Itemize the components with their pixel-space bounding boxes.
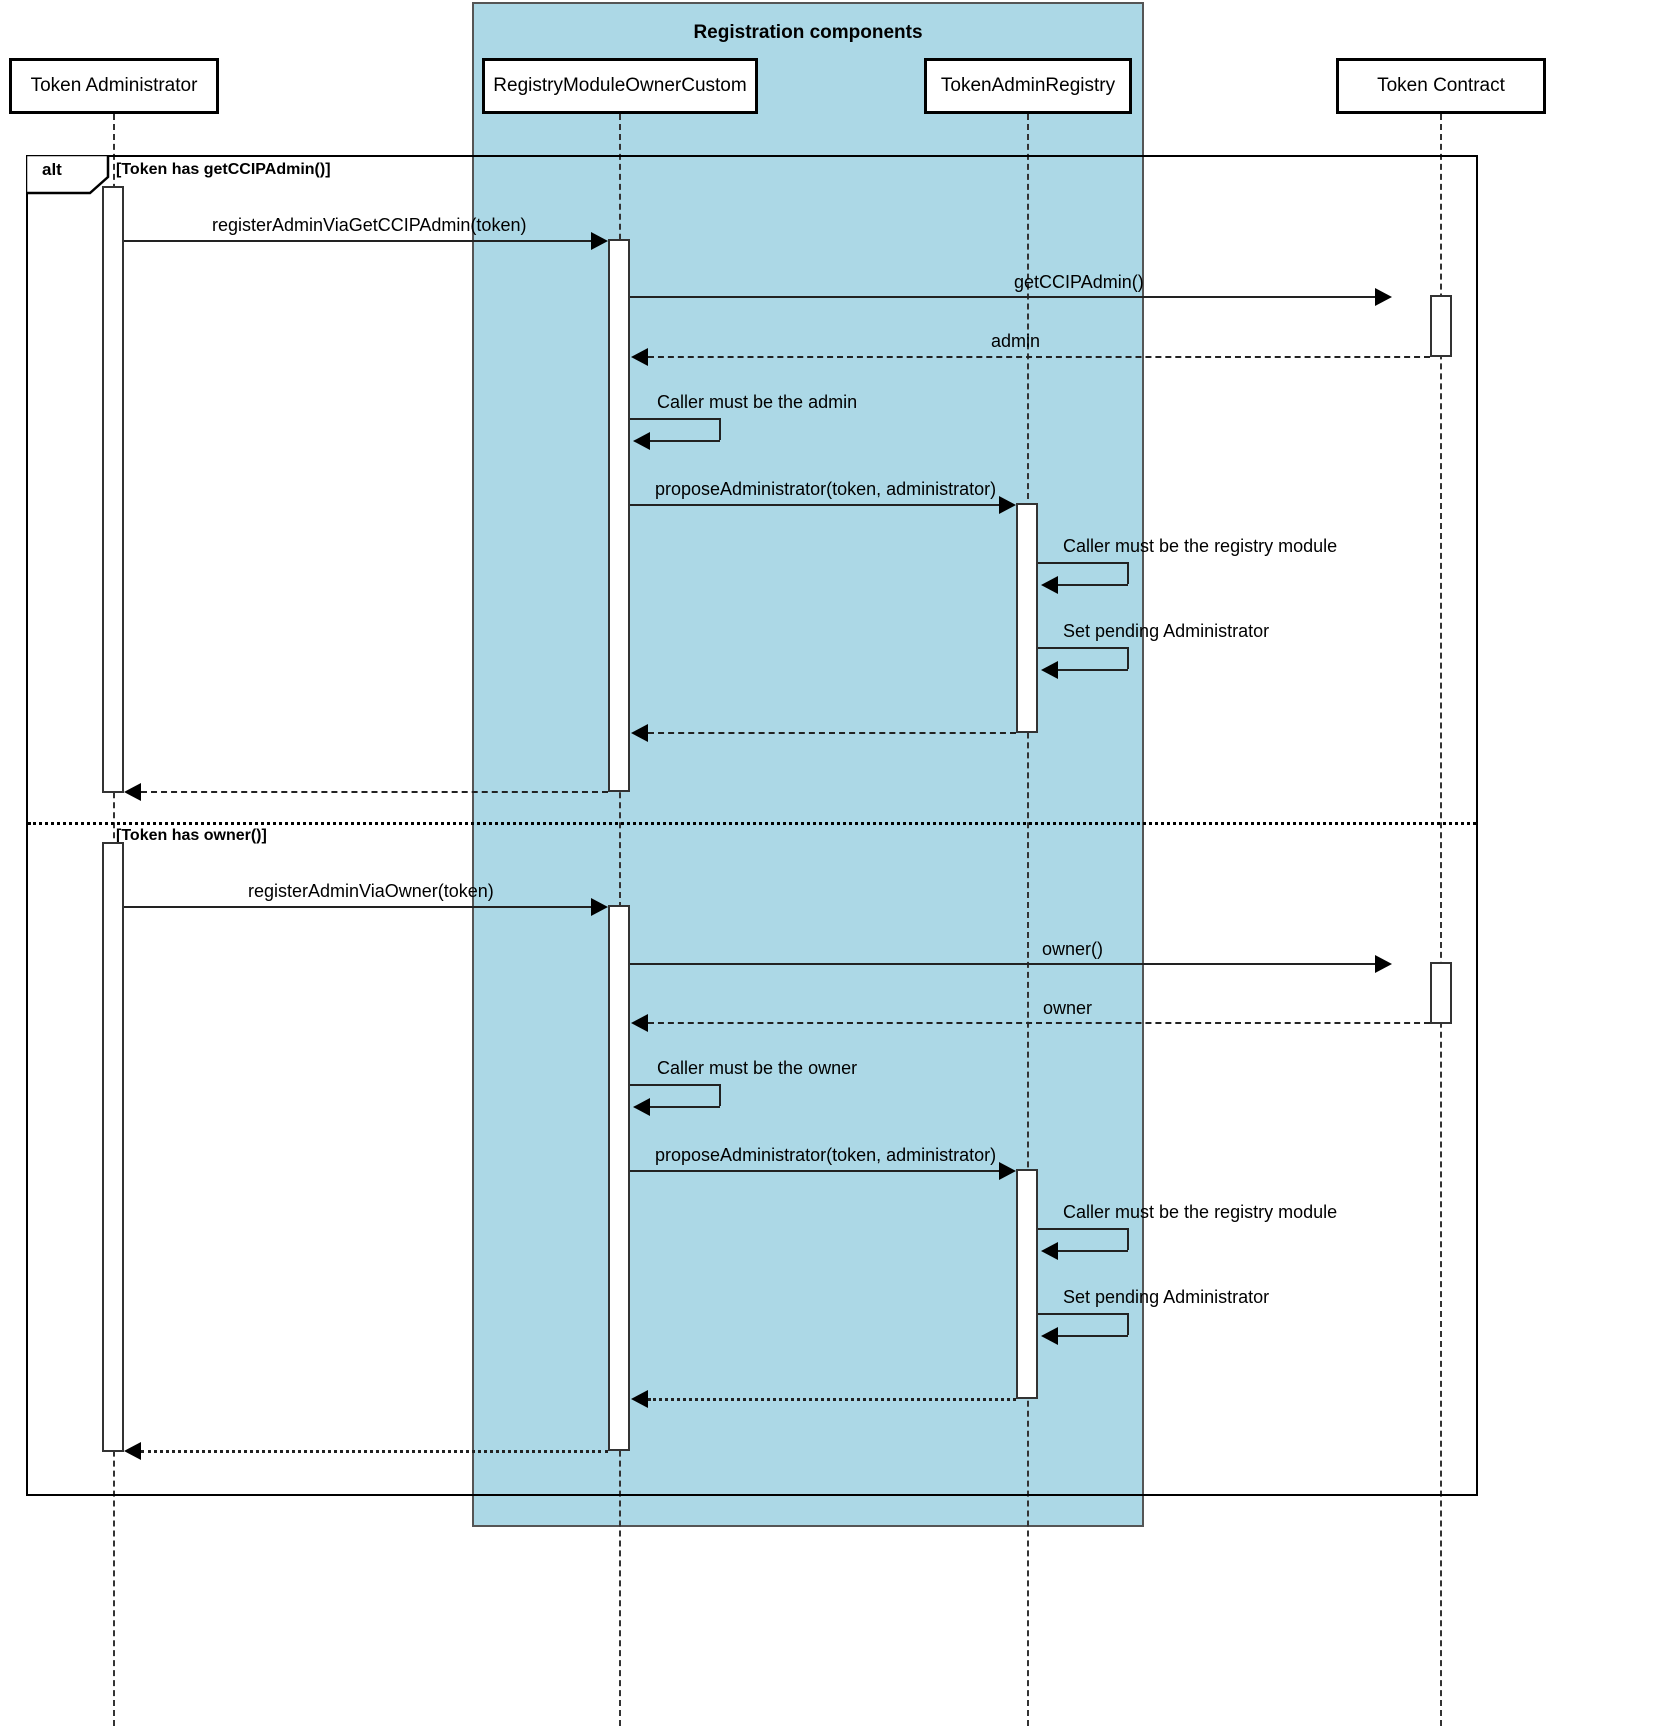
participant-token-administrator[interactable]: Token Administrator [9, 58, 219, 114]
message-label-owner-call: owner() [1042, 939, 1104, 959]
self-message-arrow-caller-owner [633, 1098, 650, 1116]
self-message-bottom-set-pending-2 [1058, 1335, 1128, 1337]
message-line-admin-return [648, 356, 1430, 358]
lifeline-token-contract [1440, 114, 1442, 1726]
self-message-arrow-registry-module-1 [1041, 576, 1058, 594]
message-label-getccipadmin: getCCIPAdmin() [1014, 272, 1144, 292]
alt-branch-1-condition: [Token has getCCIPAdmin()] [116, 161, 331, 178]
message-label-caller-must-be-admin: Caller must be the admin [657, 392, 858, 412]
lifeline-token-admin-registry [1027, 114, 1029, 1726]
participant-registry-module-owner-custom[interactable]: RegistryModuleOwnerCustom [482, 58, 758, 114]
message-arrow-propose-administrator-2 [999, 1162, 1016, 1180]
self-message-bottom-caller-admin [650, 440, 720, 442]
message-line-getccipadmin [630, 296, 1382, 298]
message-arrow-return-admin-2 [124, 1442, 141, 1460]
message-label-set-pending-administrator-1: Set pending Administrator [1063, 621, 1270, 641]
self-message-right-registry-module-1 [1127, 562, 1129, 584]
self-message-bottom-caller-owner [650, 1106, 720, 1108]
self-message-top-registry-module-1 [1038, 562, 1128, 564]
message-arrow-return-registry-2 [631, 1390, 648, 1408]
alt-operator-label: alt [42, 160, 62, 179]
alt-branch-divider [28, 822, 1476, 825]
message-line-register-admin-via-owner [124, 906, 602, 908]
activation-token-contract-1 [1430, 295, 1452, 357]
self-message-right-set-pending-2 [1127, 1313, 1129, 1335]
self-message-top-caller-owner [630, 1084, 720, 1086]
message-label-propose-administrator-2: proposeAdministrator(token, administrato… [655, 1145, 997, 1165]
message-label-admin-return: admin [991, 331, 1041, 351]
alt-branch-2-condition: [Token has owner()] [116, 827, 267, 844]
message-arrow-register-admin-via-getccipadmin [591, 232, 608, 250]
message-arrow-getccipadmin [1375, 288, 1392, 306]
self-message-right-caller-owner [719, 1084, 721, 1106]
message-arrow-return-registry-1 [631, 724, 648, 742]
message-line-propose-administrator-1 [630, 504, 1001, 506]
message-label-caller-must-be-registry-module-2: Caller must be the registry module [1063, 1202, 1338, 1222]
activation-token-admin-registry-2 [1016, 1169, 1038, 1399]
self-message-top-registry-module-2 [1038, 1228, 1128, 1230]
self-message-arrow-set-pending-2 [1041, 1327, 1058, 1345]
alt-tab-shape [26, 155, 110, 195]
registration-components-title: Registration components [693, 22, 923, 43]
registration-components-group [472, 2, 1144, 1527]
message-label-register-admin-via-getccipadmin: registerAdminViaGetCCIPAdmin(token) [212, 215, 527, 235]
message-arrow-return-admin-1 [124, 783, 141, 801]
self-message-bottom-registry-module-2 [1058, 1250, 1128, 1252]
message-arrow-admin-return [631, 348, 648, 366]
self-message-top-set-pending-2 [1038, 1313, 1128, 1315]
message-label-propose-administrator-1: proposeAdministrator(token, administrato… [655, 479, 997, 499]
participant-token-contract[interactable]: Token Contract [1336, 58, 1546, 114]
message-label-register-admin-via-owner: registerAdminViaOwner(token) [248, 881, 494, 901]
message-line-propose-administrator-2 [630, 1170, 1001, 1172]
self-message-arrow-set-pending-1 [1041, 661, 1058, 679]
participant-token-admin-registry[interactable]: TokenAdminRegistry [924, 58, 1132, 114]
message-label-caller-must-be-owner: Caller must be the owner [657, 1058, 858, 1078]
activation-token-admin-registry-1 [1016, 503, 1038, 733]
activation-token-administrator-2 [102, 842, 124, 1452]
message-label-owner-return: owner [1043, 998, 1093, 1018]
message-line-return-admin-2 [141, 1450, 608, 1453]
message-label-set-pending-administrator-2: Set pending Administrator [1063, 1287, 1270, 1307]
self-message-right-registry-module-2 [1127, 1228, 1129, 1250]
self-message-right-set-pending-1 [1127, 647, 1129, 669]
message-line-return-admin-1 [141, 791, 608, 793]
message-line-register-admin-via-getccipadmin [124, 240, 602, 242]
self-message-bottom-registry-module-1 [1058, 584, 1128, 586]
message-arrow-owner-return [631, 1014, 648, 1032]
activation-token-administrator-1 [102, 186, 124, 793]
message-line-return-registry-1 [648, 732, 1016, 734]
self-message-top-caller-admin [630, 418, 720, 420]
activation-registry-module-2 [608, 905, 630, 1451]
message-arrow-owner-call [1375, 955, 1392, 973]
self-message-top-set-pending-1 [1038, 647, 1128, 649]
message-line-return-registry-2 [648, 1398, 1016, 1401]
self-message-bottom-set-pending-1 [1058, 669, 1128, 671]
self-message-right-caller-admin [719, 418, 721, 440]
self-message-arrow-registry-module-2 [1041, 1242, 1058, 1260]
message-line-owner-call [630, 963, 1382, 965]
message-label-caller-must-be-registry-module-1: Caller must be the registry module [1063, 536, 1338, 556]
message-arrow-propose-administrator-1 [999, 496, 1016, 514]
message-line-owner-return [648, 1022, 1430, 1024]
self-message-arrow-caller-admin [633, 432, 650, 450]
message-arrow-register-admin-via-owner [591, 898, 608, 916]
activation-token-contract-2 [1430, 962, 1452, 1024]
activation-registry-module-1 [608, 239, 630, 792]
